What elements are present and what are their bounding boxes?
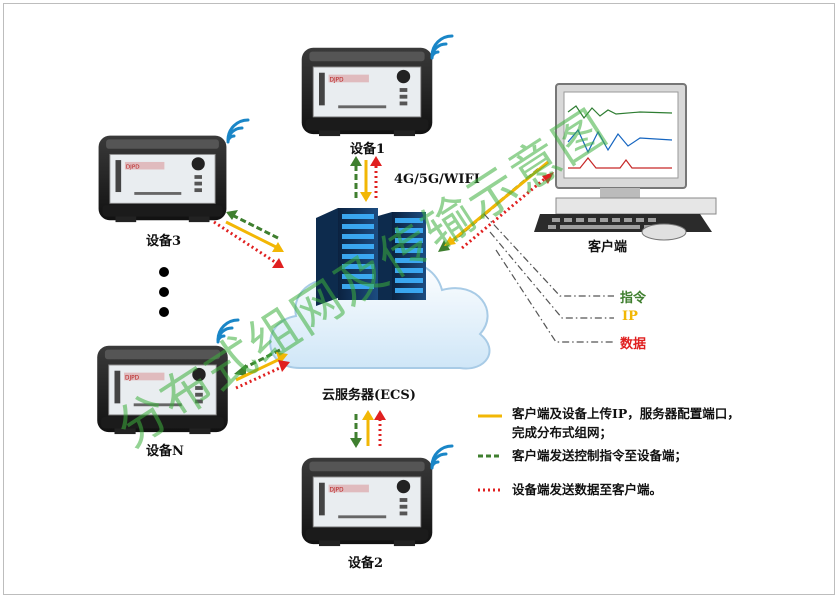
link-client-server bbox=[438, 160, 554, 252]
server-rack-icon bbox=[316, 208, 426, 306]
legend-item-data: 设备端发送数据至客户端。 bbox=[512, 482, 663, 497]
device-1-icon bbox=[301, 47, 433, 137]
annotation-leaders bbox=[483, 213, 614, 343]
legend-item-ip: 客户端及设备上传IP，服务器配置端口，完成分布式组网； bbox=[512, 406, 740, 440]
more-devices-dots bbox=[159, 267, 169, 317]
device-3-icon bbox=[98, 135, 227, 223]
server-label: 云服务器(ECS) bbox=[322, 388, 416, 403]
annotation-command: 指令 bbox=[620, 291, 647, 306]
wifi-icon bbox=[430, 444, 454, 470]
annotation-ip: IP bbox=[622, 309, 638, 324]
wifi-icon bbox=[226, 118, 250, 144]
link-device1-server bbox=[350, 156, 382, 202]
device-1-label: 设备1 bbox=[350, 142, 386, 157]
image-frame bbox=[3, 3, 835, 595]
link-device3-server bbox=[213, 210, 284, 268]
wifi-icon bbox=[430, 34, 454, 60]
legend-swatches bbox=[478, 414, 502, 492]
device-2-icon bbox=[301, 457, 433, 547]
device-3-label: 设备3 bbox=[146, 234, 182, 249]
device-n-label: 设备N bbox=[146, 444, 184, 459]
link-devicen-server bbox=[234, 348, 290, 390]
device-2-label: 设备2 bbox=[348, 556, 384, 571]
link-device2-server bbox=[350, 410, 386, 448]
annotation-data: 数据 bbox=[620, 337, 647, 352]
client-computer-icon bbox=[534, 83, 717, 241]
network-label: 4G/5G/WIFI bbox=[394, 172, 480, 187]
legend-item-command: 客户端发送控制指令至设备端； bbox=[512, 448, 688, 463]
client-label: 客户端 bbox=[588, 240, 628, 255]
